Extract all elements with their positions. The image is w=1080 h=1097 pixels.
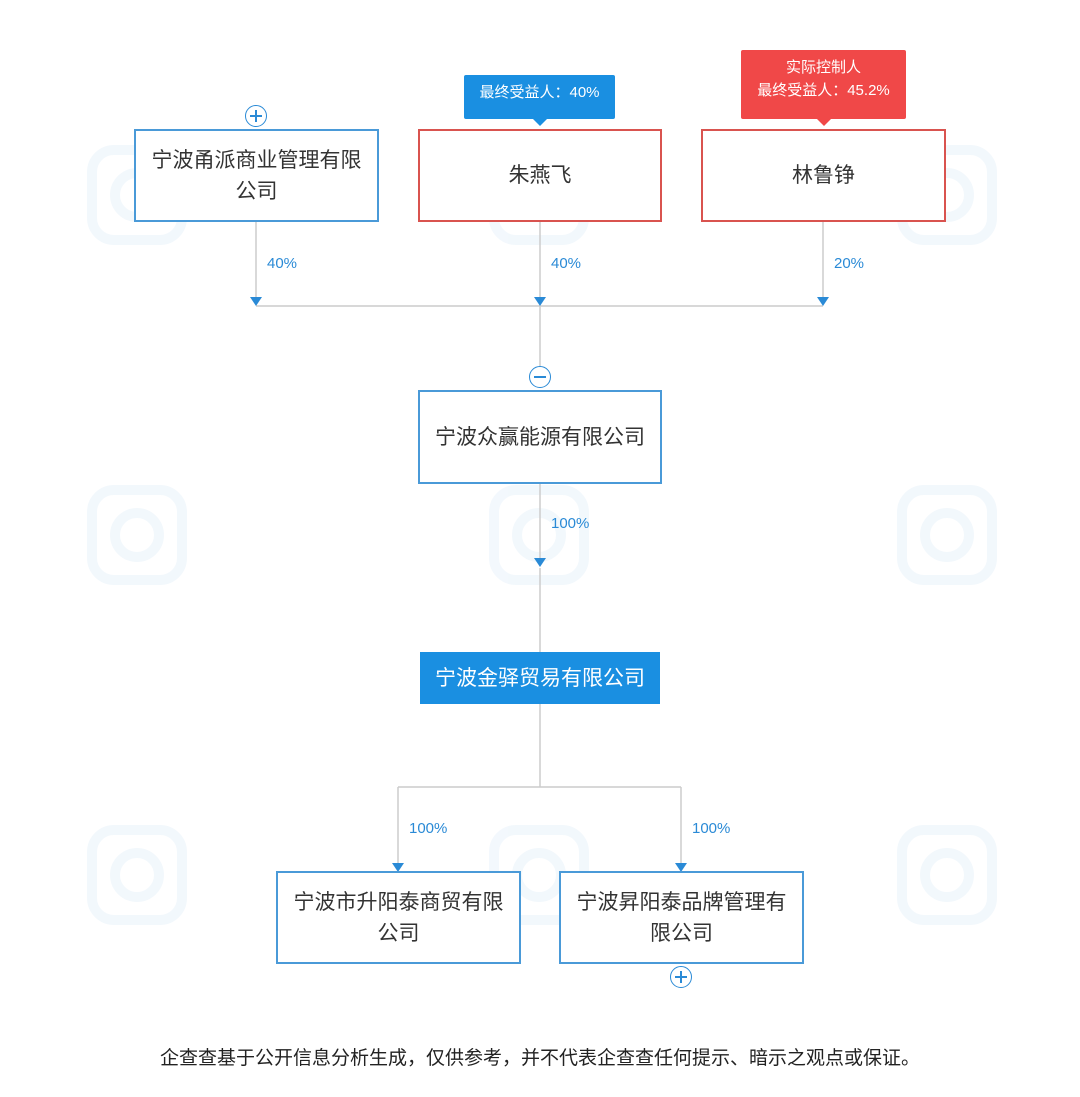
expand-subsidiary-button[interactable] — [670, 966, 692, 988]
shareholder-name: 宁波甬派商业管理有限公司 — [151, 147, 362, 203]
controller-tag: 实际控制人 最终受益人：45.2% — [741, 50, 906, 126]
shareholder-node-person[interactable]: 林鲁铮 — [701, 129, 946, 222]
share-percentage: 40% — [551, 255, 582, 272]
focus-company-name: 宁波金驿贸易有限公司 — [435, 665, 645, 690]
share-percentage: 100% — [692, 820, 731, 837]
arrow-down-icon — [534, 558, 546, 567]
arrow-down-icon — [392, 863, 404, 872]
subsidiary-name: 宁波昇阳泰品牌管理有限公司 — [576, 889, 787, 945]
parent-company-node[interactable]: 宁波众赢能源有限公司 — [418, 390, 662, 484]
disclaimer-text: 企查查基于公开信息分析生成，仅供参考，并不代表企查查任何提示、暗示之观点或保证。 — [159, 1047, 920, 1069]
share-percentage: 20% — [834, 255, 865, 272]
shareholder-name: 林鲁铮 — [792, 163, 855, 187]
beneficiary-tag-text: 最终受益人：40% — [479, 84, 600, 101]
subsidiary-node[interactable]: 宁波昇阳泰品牌管理有限公司 — [559, 871, 804, 964]
shareholder-name: 朱燕飞 — [508, 163, 572, 187]
subsidiary-name: 宁波市升阳泰商贸有限公司 — [293, 889, 504, 945]
arrow-down-icon — [250, 297, 262, 306]
shareholder-node-company[interactable]: 宁波甬派商业管理有限公司 — [134, 129, 379, 222]
focus-company-node[interactable]: 宁波金驿贸易有限公司 — [420, 652, 660, 704]
share-percentage: 100% — [551, 515, 590, 532]
arrow-down-icon — [675, 863, 687, 872]
arrow-down-icon — [817, 297, 829, 306]
beneficiary-tag: 最终受益人：40% — [464, 75, 615, 126]
shareholder-node-person[interactable]: 朱燕飞 — [418, 129, 662, 222]
controller-tag-title: 实际控制人 — [785, 59, 861, 76]
controller-tag-beneficiary: 最终受益人：45.2% — [757, 82, 890, 99]
subsidiary-node[interactable]: 宁波市升阳泰商贸有限公司 — [276, 871, 521, 964]
expand-shareholder-button[interactable] — [245, 105, 267, 127]
arrow-down-icon — [534, 297, 546, 306]
parent-company-name: 宁波众赢能源有限公司 — [435, 424, 645, 449]
share-percentage: 40% — [267, 255, 298, 272]
collapse-button[interactable] — [529, 366, 551, 388]
share-percentage: 100% — [409, 820, 448, 837]
